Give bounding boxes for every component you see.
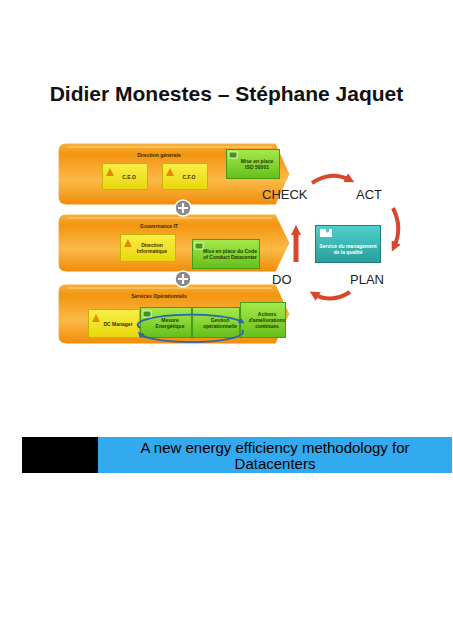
band-outline <box>58 284 290 344</box>
band-outline <box>58 143 290 205</box>
swimlane-band: Services Opérationnels DC Manager Mesure E… <box>58 284 290 344</box>
cycle-arrow <box>294 230 299 262</box>
role-box: C.E.O <box>102 163 148 190</box>
box-label: DC Manager <box>103 321 132 327</box>
cycle-arrow <box>393 208 398 247</box>
plus-symbol <box>175 271 191 287</box>
loop-arrow <box>138 315 242 328</box>
cycle-label: CHECK <box>262 187 308 202</box>
band-outline <box>58 214 290 272</box>
box-label: Gestion opérationnelle <box>203 317 237 329</box>
page-title: Didier Monestes – Stéphane Jaquet <box>0 82 453 106</box>
band-heading: Gouvernance IT <box>58 223 260 229</box>
loop-arrow <box>140 330 243 342</box>
cycle-label: ACT <box>356 187 382 202</box>
plus-sign <box>178 203 188 213</box>
box-label: Mesure Energétique <box>151 317 189 329</box>
box-label: C.F.O <box>183 174 196 180</box>
person-icon <box>106 168 114 176</box>
plus-symbol <box>175 200 191 216</box>
box-label: Service du management de la qualité <box>319 243 377 255</box>
cycle-arrow <box>312 176 350 183</box>
box-label: Direction Informatique <box>131 242 173 254</box>
role-box: C.F.O <box>162 163 208 190</box>
swimlane-band: Direction généraleC.E.OC.F.OMise en plac… <box>58 143 290 205</box>
person-icon <box>166 168 174 176</box>
band-lip <box>68 218 272 219</box>
puzzle-icon <box>320 229 332 237</box>
black-block <box>22 437 98 473</box>
process-box: Mise en place ISO 50001 <box>226 149 280 179</box>
cycle-label: DO <box>272 272 292 287</box>
band-heading: Services Opérationnels <box>58 293 260 299</box>
process-box: Gestion opérationnelle <box>192 307 240 338</box>
cycle-arrow <box>314 292 350 299</box>
box-label: Mise en place ISO 50001 <box>237 158 277 170</box>
process-box: Mise en place du Code of Conduct Datacen… <box>192 239 260 269</box>
box-label: Actions d'améliorations continues <box>249 311 286 329</box>
role-box: DC Manager <box>88 309 140 338</box>
band-lip <box>68 288 272 289</box>
process-icon <box>229 152 237 158</box>
process-box: Actions d'améliorations continues <box>240 302 286 338</box>
plus-circle <box>175 271 191 287</box>
process-icon <box>143 311 151 317</box>
role-box: Direction Informatique <box>120 234 176 262</box>
box-label: C.E.O <box>122 174 136 180</box>
cycle-label: PLAN <box>350 272 384 287</box>
plus-circle <box>175 200 191 216</box>
swimlane-band: Gouvernance IT Direction InformatiqueMise… <box>58 214 290 272</box>
process-box: Mesure Energétique <box>140 307 192 338</box>
quality-box: Service du management de la qualité <box>315 225 381 263</box>
person-icon <box>124 239 132 247</box>
process-icon <box>195 243 203 249</box>
caption-banner: A new energy efficiency methodology for … <box>98 437 452 473</box>
plus-sign <box>178 274 188 284</box>
caption-text: A new energy efficiency methodology for … <box>138 440 412 472</box>
band-lip <box>68 147 272 148</box>
person-icon <box>92 314 100 322</box>
box-label: Mise en place du Code of Conduct Datacen… <box>203 248 257 260</box>
